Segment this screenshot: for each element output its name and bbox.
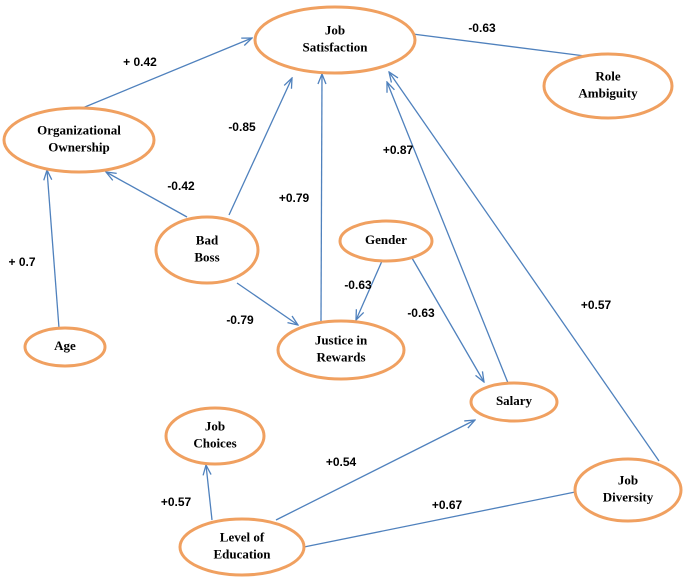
node-label-role-ambiguity-line-0: Role: [595, 68, 621, 83]
edge-job-diversity-to-job-satisfaction: [389, 72, 660, 462]
node-ellipse-gender: [338, 219, 434, 263]
edge-label-level-of-education-to-salary: +0.54: [326, 455, 357, 469]
node-label-job-choices-line-0: Job: [205, 418, 225, 433]
edge-label-gender-to-justice-in-rewards: -0.63: [344, 278, 372, 292]
edge-level-of-education-to-salary: [275, 420, 475, 521]
edge-label-bad-boss-to-job-satisfaction: -0.85: [228, 120, 256, 134]
node-ellipse-age: [23, 326, 107, 368]
edge-organizational-ownership-to-job-satisfaction: [79, 38, 252, 110]
node-label-bad-boss-line-0: Bad: [196, 232, 219, 247]
edge-gender-to-salary: [411, 257, 484, 382]
node-label-justice-in-rewards-line-0: Justice in: [315, 332, 368, 347]
edge-label-organizational-ownership-to-job-satisfaction: + 0.42: [123, 55, 157, 69]
edge-label-justice-in-rewards-to-job-satisfaction: +0.79: [279, 191, 310, 205]
node-label-salary-line-0: Salary: [496, 393, 533, 408]
edge-bad-boss-to-justice-in-rewards: [236, 282, 298, 325]
node-ellipse-job-satisfaction: [253, 5, 417, 75]
node-label-job-satisfaction-line-1: Satisfaction: [303, 39, 369, 54]
edge-level-of-education-to-job-diversity: [303, 490, 585, 548]
node-age: Age: [23, 326, 107, 368]
edge-label-bad-boss-to-justice-in-rewards: -0.79: [226, 313, 254, 327]
edge-label-salary-to-job-satisfaction: +0.87: [383, 143, 414, 157]
edge-label-role-ambiguity-to-job-satisfaction: -0.63: [468, 21, 496, 35]
node-label-organizational-ownership-line-1: Ownership: [48, 139, 109, 154]
edge-label-gender-to-salary: -0.63: [407, 306, 435, 320]
edge-gender-to-justice-in-rewards: [356, 260, 383, 320]
node-ellipse-role-ambiguity: [542, 52, 674, 120]
node-ellipse-organizational-ownership: [2, 106, 156, 174]
node-ellipse-salary: [469, 381, 559, 423]
node-label-level-of-education-line-1: Education: [213, 546, 271, 561]
node-label-job-diversity-line-1: Diversity: [603, 489, 654, 504]
edge-label-level-of-education-to-job-diversity: +0.67: [432, 498, 463, 512]
node-gender: Gender: [338, 219, 434, 263]
edge-justice-in-rewards-to-job-satisfaction: [321, 74, 322, 322]
edge-salary-to-job-satisfaction: [387, 82, 509, 384]
edge-level-of-education-to-job-choices: [206, 465, 213, 521]
node-ellipse-bad-boss: [154, 215, 260, 285]
node-ellipse-level-of-education: [178, 517, 306, 577]
node-level-of-education: Level of Education: [178, 517, 306, 577]
edge-labels-layer: + 0.42 -0.63 -0.85 -0.42 +0.79 +0.87 +0.57 + 0.…: [8, 21, 611, 512]
edges-layer: [47, 31, 660, 548]
nodes-layer: JobSatisfactionRoleAmbiguityOrganization…: [2, 5, 683, 577]
node-label-job-satisfaction-line-0: Job: [325, 22, 345, 37]
edge-bad-boss-to-job-satisfaction: [228, 78, 292, 216]
node-label-bad-boss-line-1: Boss: [194, 249, 219, 264]
edge-role-ambiguity-to-job-satisfaction: [389, 31, 586, 57]
edge-bad-boss-to-organizational-ownership: [106, 172, 188, 218]
node-ellipse-justice-in-rewards: [276, 319, 406, 381]
node-label-job-diversity-line-0: Job: [618, 472, 638, 487]
node-label-level-of-education-line-0: Level of: [220, 529, 265, 544]
edge-label-job-diversity-to-job-satisfaction: +0.57: [581, 298, 612, 312]
node-ellipse-job-diversity: [573, 457, 683, 523]
node-justice-in-rewards: Justice in Rewards: [276, 319, 406, 381]
node-label-job-choices-line-1: Choices: [193, 435, 236, 450]
node-label-organizational-ownership-line-0: Organizational: [37, 122, 121, 137]
node-label-age-line-0: Age: [54, 338, 76, 353]
node-label-role-ambiguity-line-1: Ambiguity: [578, 85, 638, 100]
edge-label-level-of-education-to-job-choices: +0.57: [161, 495, 192, 509]
node-salary: Salary: [469, 381, 559, 423]
edge-age-to-organizational-ownership: [47, 170, 60, 329]
node-ellipse-job-choices: [164, 406, 266, 466]
node-label-gender-line-0: Gender: [365, 232, 407, 247]
edge-label-bad-boss-to-organizational-ownership: -0.42: [167, 179, 195, 193]
node-label-justice-in-rewards-line-1: Rewards: [316, 349, 365, 364]
edge-label-age-to-organizational-ownership: + 0.7: [8, 255, 35, 269]
